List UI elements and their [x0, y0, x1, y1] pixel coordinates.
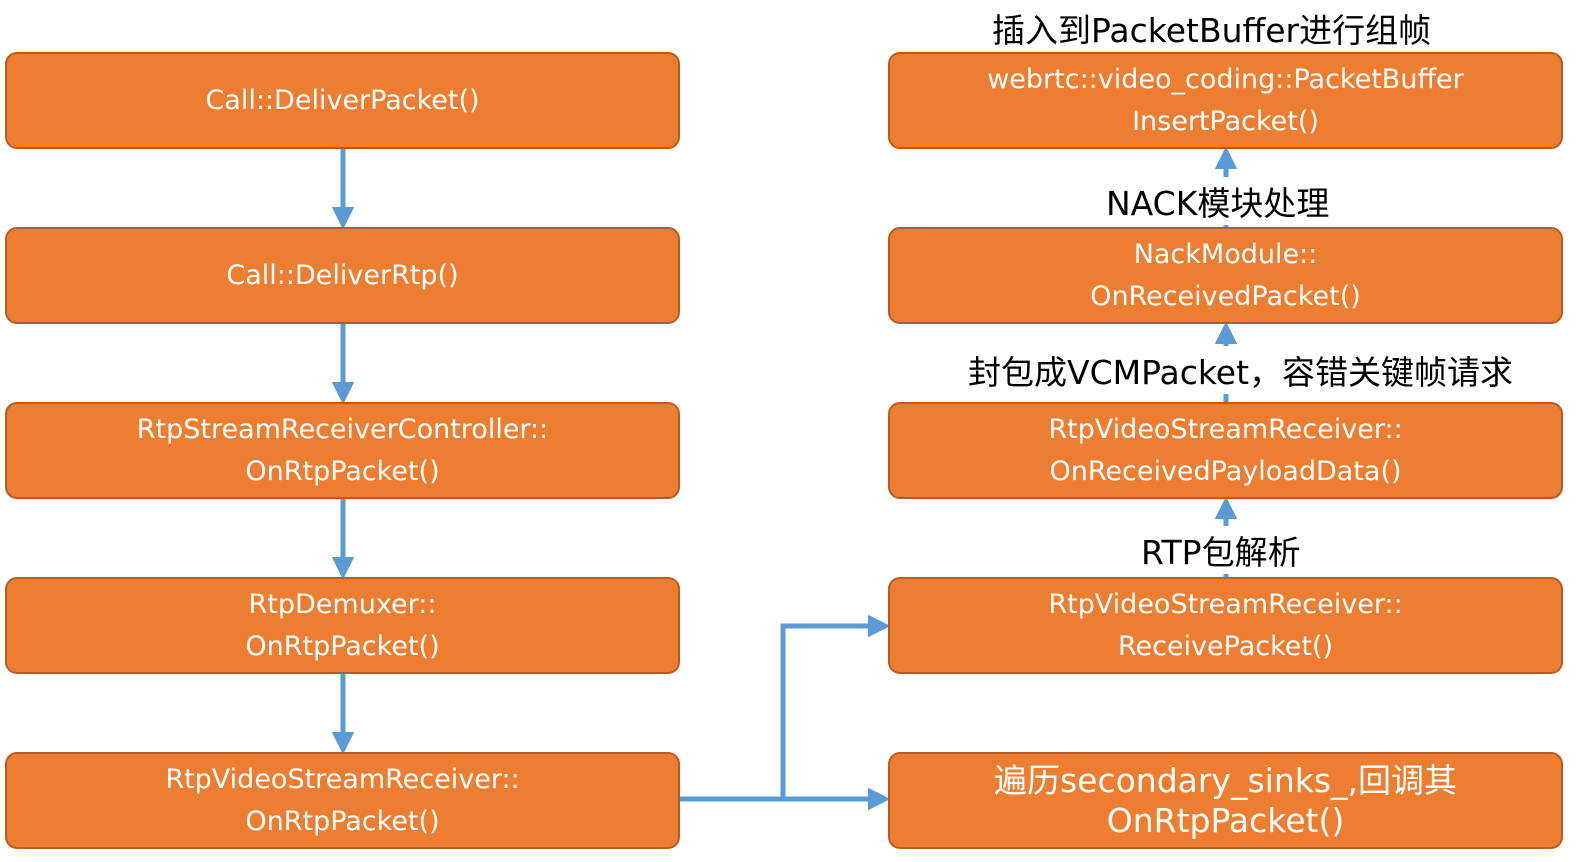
secondary-sinks-box: 遍历secondary_sinks_,回调其 OnRtpPacket() [888, 752, 1563, 849]
box-line: OnRtpPacket() [245, 455, 440, 487]
box-line: RtpVideoStreamReceiver:: [1048, 413, 1403, 445]
rtpdemuxer-box: RtpDemuxer:: OnRtpPacket() [5, 577, 680, 674]
rtpvideostreamreceiver-onrtppacket-box: RtpVideoStreamReceiver:: OnRtpPacket() [5, 752, 680, 849]
box-line: OnRtpPacket() [1106, 800, 1345, 840]
box-line: InsertPacket() [1132, 105, 1319, 137]
box-line: OnRtpPacket() [245, 805, 440, 837]
box-line: Call::DeliverPacket() [205, 84, 480, 116]
box-line: webrtc::video_coding::PacketBuffer [987, 63, 1464, 95]
vcm-packet-label: 封包成VCMPacket，容错关键帧请求 [966, 346, 1516, 394]
receivepacket-box: RtpVideoStreamReceiver:: ReceivePacket() [888, 577, 1563, 674]
box-line: NackModule:: [1133, 238, 1318, 270]
call-deliverpacket-box: Call::DeliverPacket() [5, 52, 680, 149]
call-deliverrtp-box: Call::DeliverRtp() [5, 227, 680, 324]
box-line: RtpStreamReceiverController:: [136, 413, 549, 445]
nackmodule-box: NackModule:: OnReceivedPacket() [888, 227, 1563, 324]
box-line: RtpDemuxer:: [248, 588, 437, 620]
box-line: RtpVideoStreamReceiver:: [1048, 588, 1403, 620]
rtp-parse-label: RTP包解析 [1139, 526, 1303, 574]
box-line: RtpVideoStreamReceiver:: [165, 763, 520, 795]
insert-packetbuffer-label: 插入到PacketBuffer进行组帧 [992, 11, 1432, 50]
box-line: ReceivePacket() [1117, 630, 1334, 662]
arrow-to-receivepacket [780, 614, 891, 799]
onreceivedpayloaddata-box: RtpVideoStreamReceiver:: OnReceivedPaylo… [888, 402, 1563, 499]
rtpstreamreceivercontroller-box: RtpStreamReceiverController:: OnRtpPacke… [5, 402, 680, 499]
box-line: OnRtpPacket() [245, 630, 440, 662]
box-line: 遍历secondary_sinks_,回调其 [993, 760, 1458, 800]
box-line: OnReceivedPayloadData() [1049, 455, 1402, 487]
packetbuffer-insertpacket-box: webrtc::video_coding::PacketBuffer Inser… [888, 52, 1563, 149]
box-line: OnReceivedPacket() [1090, 280, 1361, 312]
nack-module-label: NACK模块处理 [1104, 177, 1332, 225]
box-line: Call::DeliverRtp() [226, 259, 459, 291]
